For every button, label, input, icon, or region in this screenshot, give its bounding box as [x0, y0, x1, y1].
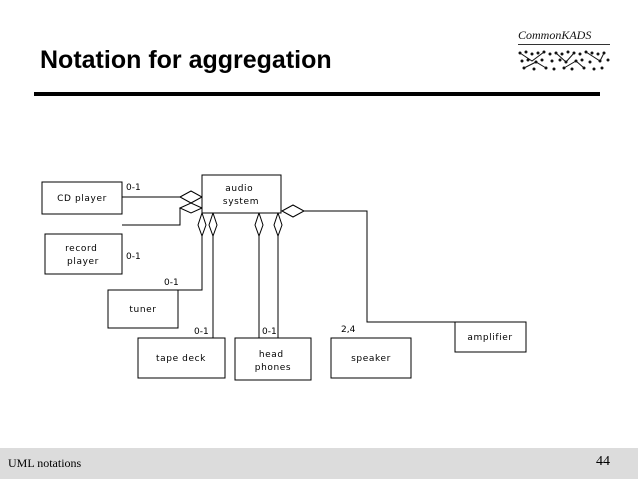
speaker-label: speaker — [351, 354, 391, 364]
multiplicity-speaker: 2,4 — [341, 325, 356, 335]
multiplicity-tuner: 0-1 — [164, 278, 179, 288]
aggregation-diamond-icon — [178, 202, 204, 214]
audio-system-box — [201, 174, 282, 214]
connector-amplifier — [304, 210, 455, 323]
record-player-label: record player — [65, 244, 101, 267]
record-player-box — [44, 233, 123, 275]
page-number: 44 — [596, 454, 610, 469]
multiplicity-record-player: 0-1 — [126, 252, 141, 262]
logo-dot-pattern-icon — [518, 50, 610, 71]
logo-underline — [518, 44, 610, 45]
aggregation-diamond-icon — [178, 190, 204, 204]
slide-title: Notation for aggregation — [40, 46, 332, 74]
cd-player-box — [41, 181, 123, 215]
commonkads-logo: CommonKADS — [510, 22, 622, 80]
aggregation-diamond-icon — [273, 211, 283, 238]
aggregation-diamond-icon — [254, 211, 264, 238]
speaker-box — [330, 337, 412, 379]
audio-system-label: audio system — [223, 184, 259, 207]
aggregation-diamond-icon — [280, 204, 306, 218]
cd-player-label: CD player — [57, 194, 107, 204]
footer-bar — [0, 448, 638, 479]
multiplicity-head-phones: 0-1 — [262, 327, 277, 337]
tuner-label: tuner — [129, 305, 156, 315]
footer-label: UML notations — [8, 456, 82, 470]
aggregation-diagram: audio system CD player record player tun… — [41, 174, 527, 381]
tape-deck-label: tape deck — [156, 354, 206, 364]
connector-record-player — [122, 208, 181, 226]
multiplicity-cd-player: 0-1 — [126, 183, 141, 193]
head-phones-label: head phones — [255, 350, 291, 373]
amplifier-box — [454, 321, 527, 353]
aggregation-diamond-icon — [197, 211, 207, 238]
logo-text: CommonKADS — [518, 28, 592, 42]
title-underline — [34, 92, 600, 96]
head-phones-box — [234, 337, 312, 381]
aggregation-diamond-icon — [208, 211, 218, 238]
tape-deck-box — [137, 337, 226, 379]
tuner-box — [107, 289, 179, 329]
connector-tuner — [178, 236, 203, 291]
multiplicity-tape-deck: 0-1 — [194, 327, 209, 337]
amplifier-label: amplifier — [467, 333, 512, 343]
